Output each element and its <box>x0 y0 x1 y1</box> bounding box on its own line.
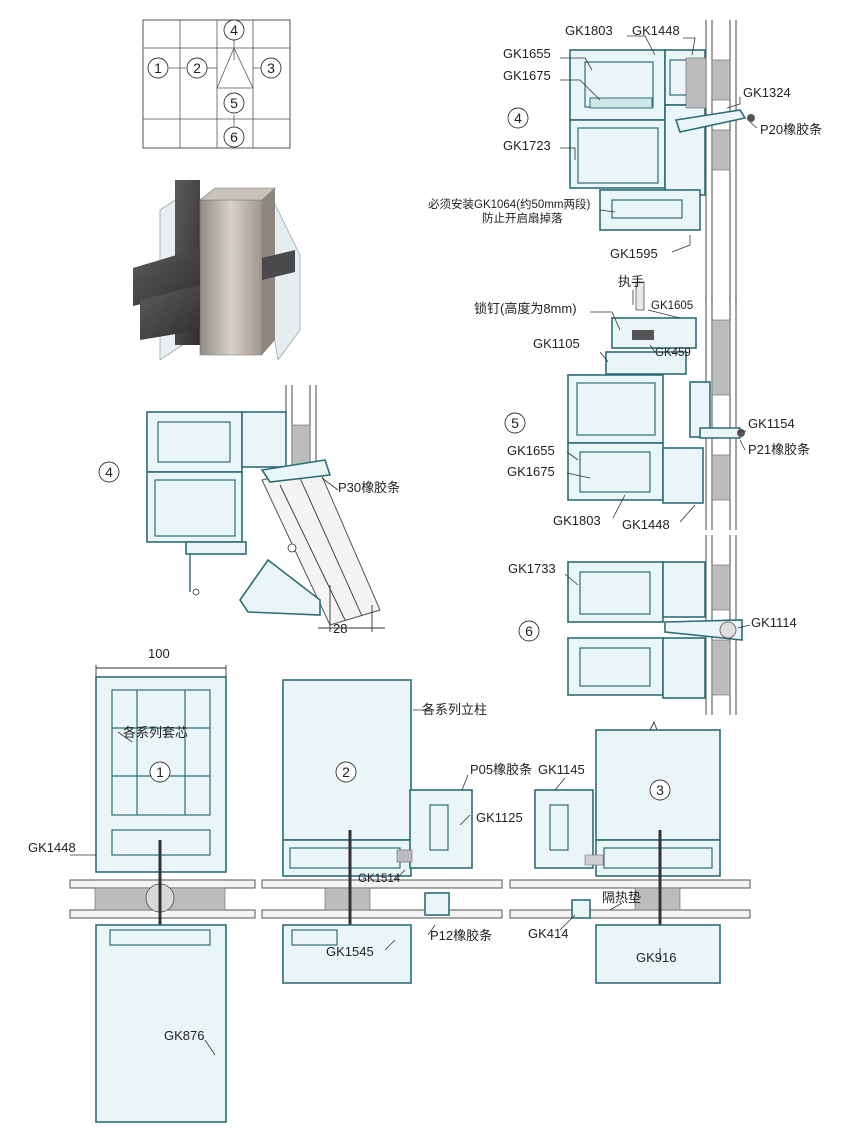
label-gk1114: GK1114 <box>751 615 797 630</box>
key-label-1: 1 <box>154 60 162 76</box>
detail-5-number: 5 <box>511 415 519 431</box>
detail-4-open-number: 4 <box>105 464 113 480</box>
label-gk459: GK459 <box>655 347 691 359</box>
label-gk1545: GK1545 <box>326 944 374 959</box>
label-p30: P30橡胶条 <box>338 480 400 495</box>
key-label-6: 6 <box>230 129 238 145</box>
detail-3-section: GK1145 GK414 隔热垫 GK916 3 <box>509 720 751 984</box>
detail-6-number: 6 <box>525 623 533 639</box>
detail-5-section: 执手 锁钉(高度为8mm) GK1605 GK459 GK1105 GK1154… <box>474 274 810 532</box>
label-gk1595: GK1595 <box>610 246 658 261</box>
detail-4-open-section: P30橡胶条 28 4 <box>98 385 400 636</box>
detail-1-section: 100 各系列套芯 GK1448 GK876 1 <box>28 646 256 1123</box>
label-p12: P12橡胶条 <box>430 928 492 943</box>
label-dim-28: 28 <box>333 621 347 636</box>
detail-2-section: 各系列立柱 P05橡胶条 GK1125 GK1514 P12橡胶条 GK1545… <box>261 679 532 984</box>
detail-6-section: GK1733 GK1114 6 <box>508 535 797 715</box>
label-gk1154: GK1154 <box>748 416 795 431</box>
label-gk1145: GK1145 <box>538 762 585 777</box>
detail-2-number: 2 <box>342 764 350 780</box>
key-label-5: 5 <box>230 95 238 111</box>
label-gk1723: GK1723 <box>503 138 551 153</box>
label-gk1125: GK1125 <box>476 810 523 825</box>
label-handle: 执手 <box>618 274 644 289</box>
label-gk1448-bottom: GK1448 <box>28 840 76 855</box>
label-gk1655-top: GK1655 <box>503 46 551 61</box>
label-p20: P20橡胶条 <box>760 122 822 137</box>
label-gk1514: GK1514 <box>358 873 401 885</box>
label-core: 各系列套芯 <box>123 725 188 740</box>
label-mullion: 各系列立柱 <box>422 702 487 717</box>
label-gk876: GK876 <box>164 1028 204 1043</box>
detail-3-number: 3 <box>656 782 664 798</box>
label-dim-100: 100 <box>148 646 170 661</box>
label-gk1448-top: GK1448 <box>632 23 680 38</box>
label-gk916: GK916 <box>636 950 676 965</box>
key-label-3: 3 <box>267 60 275 76</box>
detail-1-number: 1 <box>156 764 164 780</box>
label-p21: P21橡胶条 <box>748 442 810 457</box>
label-note-2: 防止开启扇掉落 <box>482 211 563 225</box>
label-insulation: 隔热垫 <box>602 890 641 905</box>
label-gk414: GK414 <box>528 926 568 941</box>
label-gk1803-mid: GK1803 <box>553 513 601 528</box>
label-gk1675-mid: GK1675 <box>507 464 555 479</box>
detail-4-top-number: 4 <box>514 110 522 126</box>
detail-4-section: GK1803 GK1448 GK1655 GK1675 GK1324 P20橡胶… <box>428 20 822 300</box>
key-label-2: 2 <box>193 60 201 76</box>
label-p05: P05橡胶条 <box>470 762 532 777</box>
key-plan: 1 2 3 4 5 6 <box>142 19 291 149</box>
label-gk1803-top: GK1803 <box>565 23 613 38</box>
label-note-1: 必须安装GK1064(约50mm两段) <box>428 197 590 211</box>
label-gk1733: GK1733 <box>508 561 556 576</box>
label-gk1655-mid: GK1655 <box>507 443 555 458</box>
label-lock-pin: 锁钉(高度为8mm) <box>474 301 577 316</box>
label-gk1105: GK1105 <box>533 336 580 351</box>
label-gk1675-top: GK1675 <box>503 68 551 83</box>
label-gk1324: GK1324 <box>743 85 791 100</box>
key-label-4: 4 <box>230 22 238 38</box>
profile-3d-render <box>133 180 301 362</box>
label-gk1448-mid: GK1448 <box>622 517 670 532</box>
label-gk1605: GK1605 <box>651 300 693 312</box>
